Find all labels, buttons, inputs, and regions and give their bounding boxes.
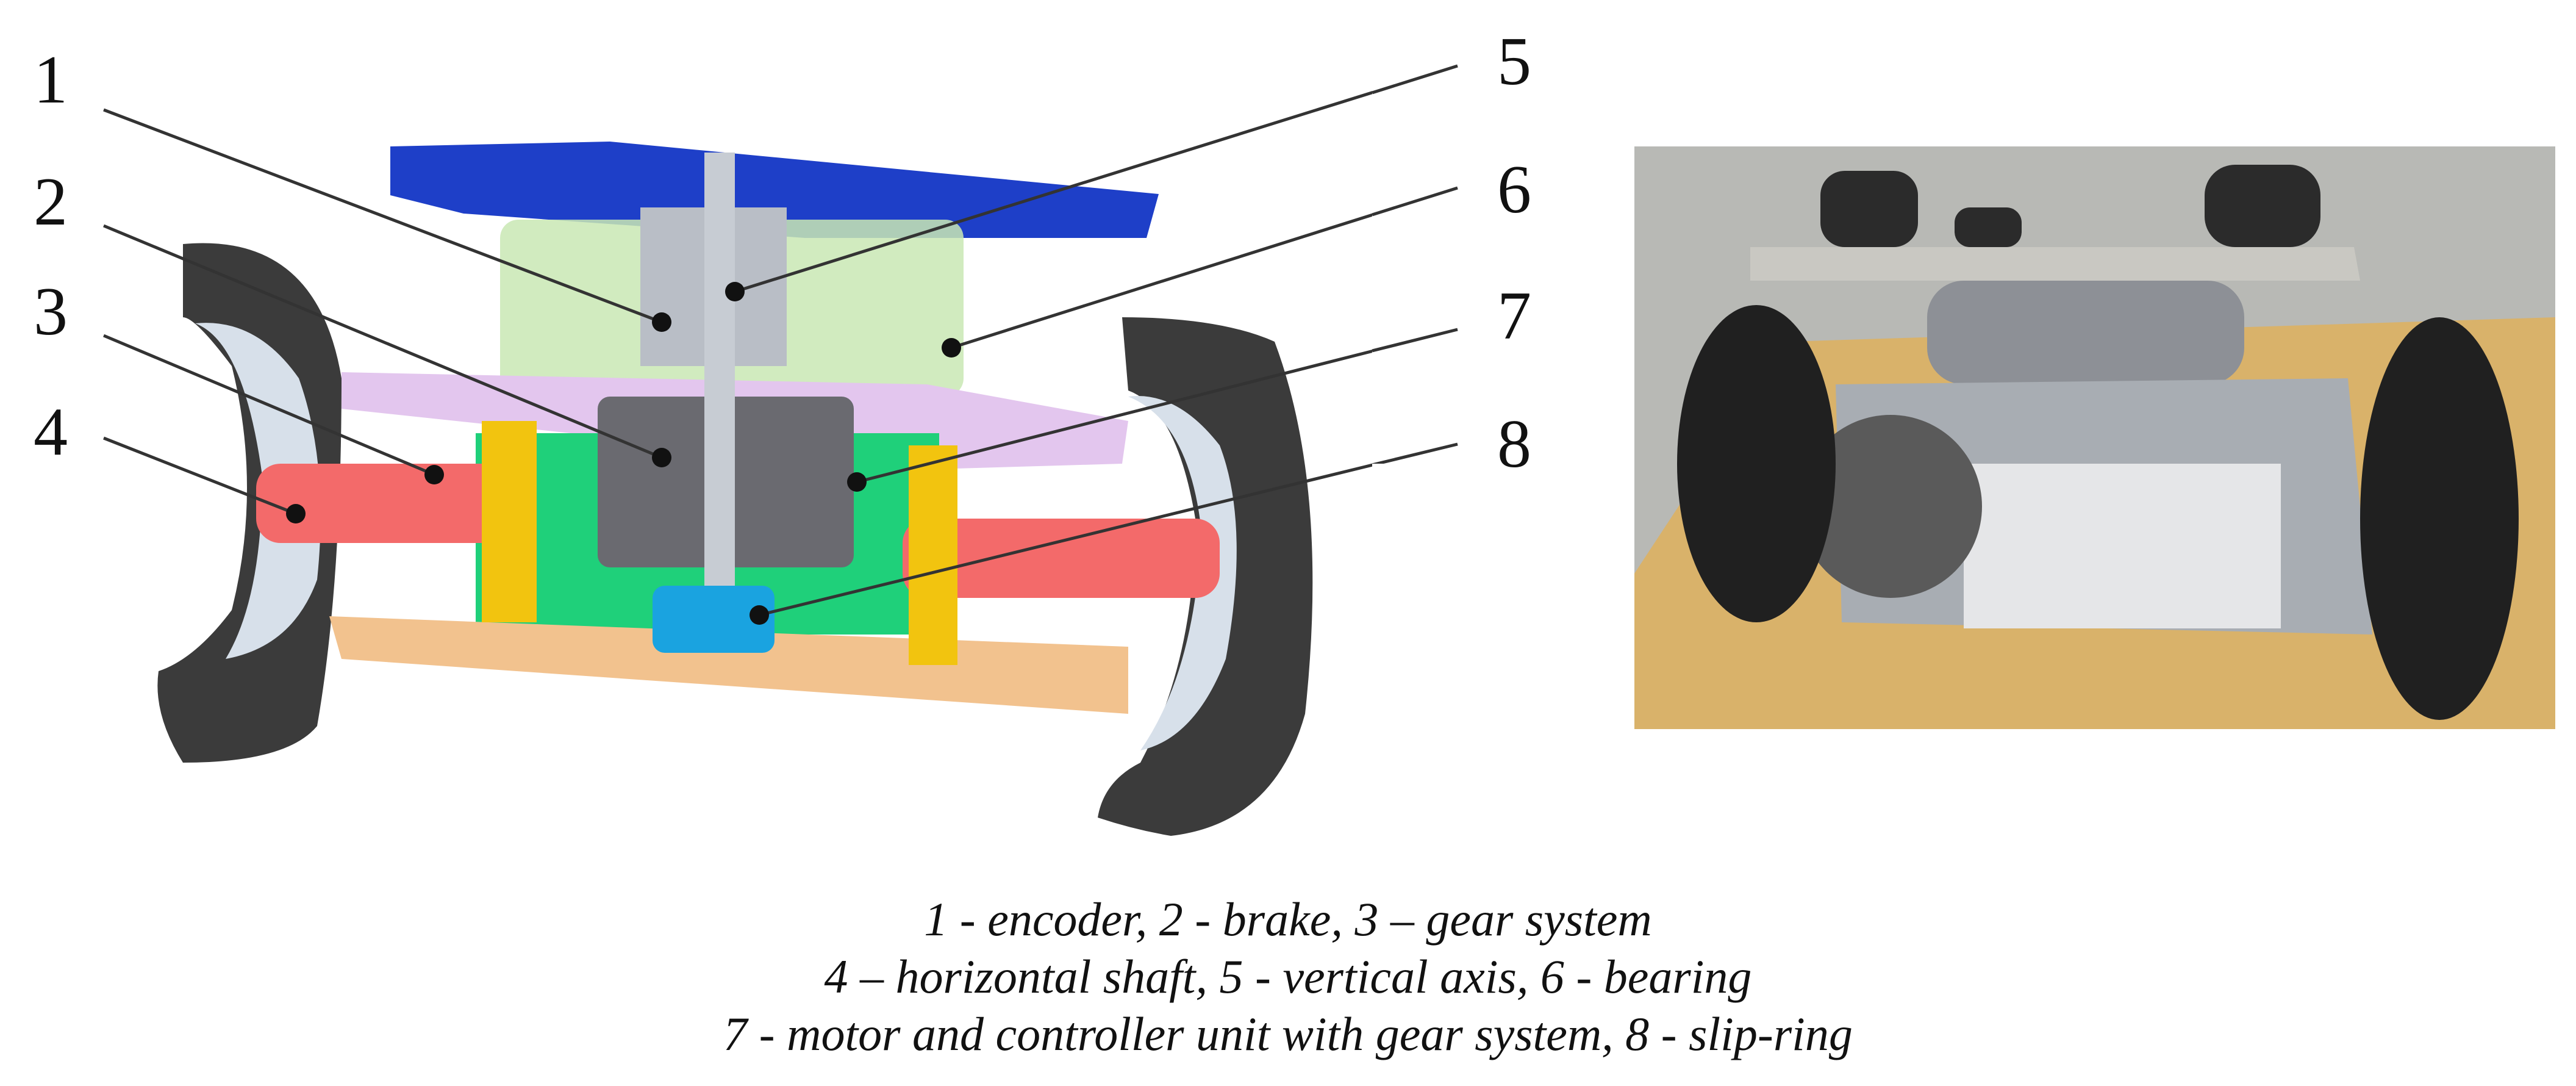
pointer-8: [750, 605, 769, 625]
leader-8: [759, 463, 1372, 617]
leader-2: [103, 224, 662, 459]
top-plate: [390, 142, 1159, 238]
top-plate-photo: [1750, 247, 2360, 281]
controller-box: [1964, 464, 2281, 628]
label-5: 5: [1497, 24, 1531, 99]
pointer-1: [652, 312, 671, 332]
slip-ring: [653, 586, 775, 653]
left-tire: [157, 243, 342, 763]
pointer-2: [652, 448, 671, 467]
label-3: 3: [34, 274, 68, 350]
pointer-7: [847, 472, 867, 492]
yellow-right: [909, 445, 957, 665]
leader-7: [856, 349, 1372, 484]
label-4: 4: [34, 394, 68, 470]
gear-wheel: [1799, 415, 1982, 598]
leader-4: [103, 436, 296, 516]
label-2: 2: [34, 164, 68, 240]
housing-photo: [1927, 281, 2244, 384]
caption-line-3: 7 - motor and controller unit with gear …: [723, 1007, 1853, 1060]
yellow-left: [482, 421, 537, 622]
leader-extensions: [1372, 64, 1458, 464]
figure-caption: 1 - encoder, 2 - brake, 3 – gear system …: [0, 891, 2576, 1063]
caption-line-1: 1 - encoder, 2 - brake, 3 – gear system: [924, 893, 1652, 946]
label-8: 8: [1497, 406, 1531, 482]
leader-3: [103, 334, 435, 476]
left-shaft: [256, 464, 531, 543]
vertical-axis: [704, 153, 735, 628]
robot-photo: [1634, 146, 2555, 729]
left-wheel: [1677, 305, 1836, 622]
label-1: 1: [34, 42, 68, 118]
pointer-3: [424, 465, 444, 484]
right-rim: [1128, 396, 1237, 750]
pointer-5: [725, 282, 745, 301]
pointer-6: [942, 338, 961, 358]
leader-1: [103, 108, 662, 324]
leader-6: [951, 213, 1372, 350]
right-wheel: [2360, 317, 2519, 720]
left-rim: [195, 323, 321, 659]
leader-5: [734, 91, 1372, 293]
caption-line-2: 4 – horizontal shaft, 5 - vertical axis,…: [824, 950, 1752, 1003]
cad-cross-section: [103, 91, 1372, 836]
right-shaft: [903, 519, 1220, 598]
label-6: 6: [1497, 152, 1531, 228]
label-7: 7: [1497, 278, 1531, 354]
pointer-4: [286, 504, 306, 523]
